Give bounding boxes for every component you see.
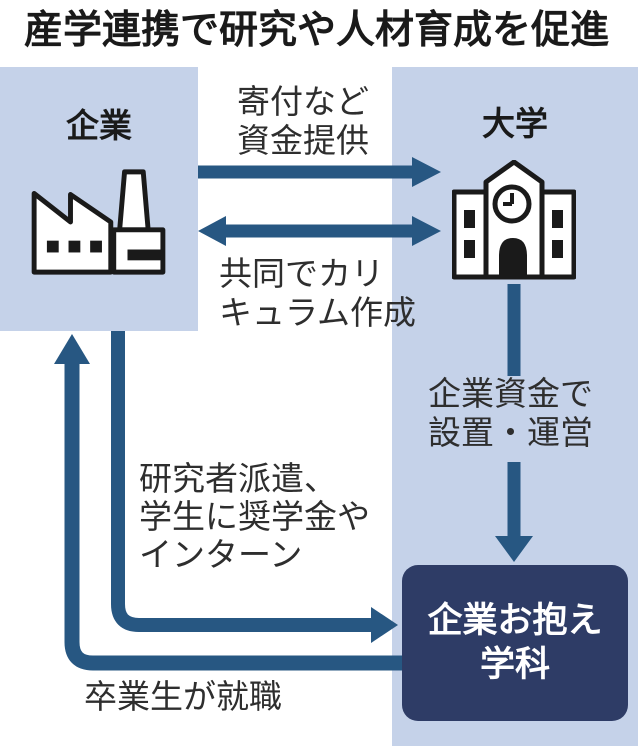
company-label: 企業 <box>66 107 132 144</box>
university-window <box>552 210 563 228</box>
donation-label-line1: 寄付など <box>237 83 369 120</box>
university-label: 大学 <box>482 105 548 142</box>
factory-window <box>68 240 81 253</box>
curriculum-label-line2: キュラム作成 <box>219 294 417 331</box>
factory-building <box>31 191 114 275</box>
university-icon <box>452 160 576 280</box>
curriculum-label: 共同でカリ キュラム作成 <box>219 254 416 332</box>
factory-chimney <box>117 169 151 233</box>
university-window <box>464 210 475 228</box>
university-left-wing <box>452 189 489 280</box>
donation-label-line2: 資金提供 <box>237 122 369 159</box>
university-window <box>464 240 475 258</box>
university-right-wing <box>539 189 576 280</box>
donation-label: 寄付など 資金提供 <box>237 82 369 160</box>
funding-label-line1: 企業資金で <box>428 375 593 412</box>
dispatch-label-line2: 学生に奨学金や <box>139 498 370 535</box>
dispatch-label-line3: インターン <box>139 536 303 573</box>
dispatch-label-line1: 研究者派遣、 <box>139 460 337 497</box>
dispatch-label: 研究者派遣、 学生に奨学金や インターン <box>139 460 370 574</box>
factory-window <box>46 240 59 253</box>
funding-label-line2: 設置・運営 <box>428 414 593 451</box>
curriculum-label-line1: 共同でカリ <box>219 255 384 292</box>
university-door <box>499 238 527 277</box>
factory-icon <box>31 169 166 275</box>
department-label-line2: 学科 <box>479 645 550 684</box>
department-label-line1: 企業お抱え <box>427 601 603 640</box>
funding-label: 企業資金で 設置・運営 <box>428 374 593 452</box>
factory-annex-stripe <box>127 249 163 261</box>
clock-hands <box>503 193 514 206</box>
factory-window <box>90 240 102 253</box>
page-title: 産学連携で研究や人材育成を促進 <box>24 9 610 52</box>
department-box: 企業お抱え 学科 <box>402 565 628 721</box>
employment-label: 卒業生が就職 <box>84 678 282 715</box>
university-window <box>552 240 563 258</box>
